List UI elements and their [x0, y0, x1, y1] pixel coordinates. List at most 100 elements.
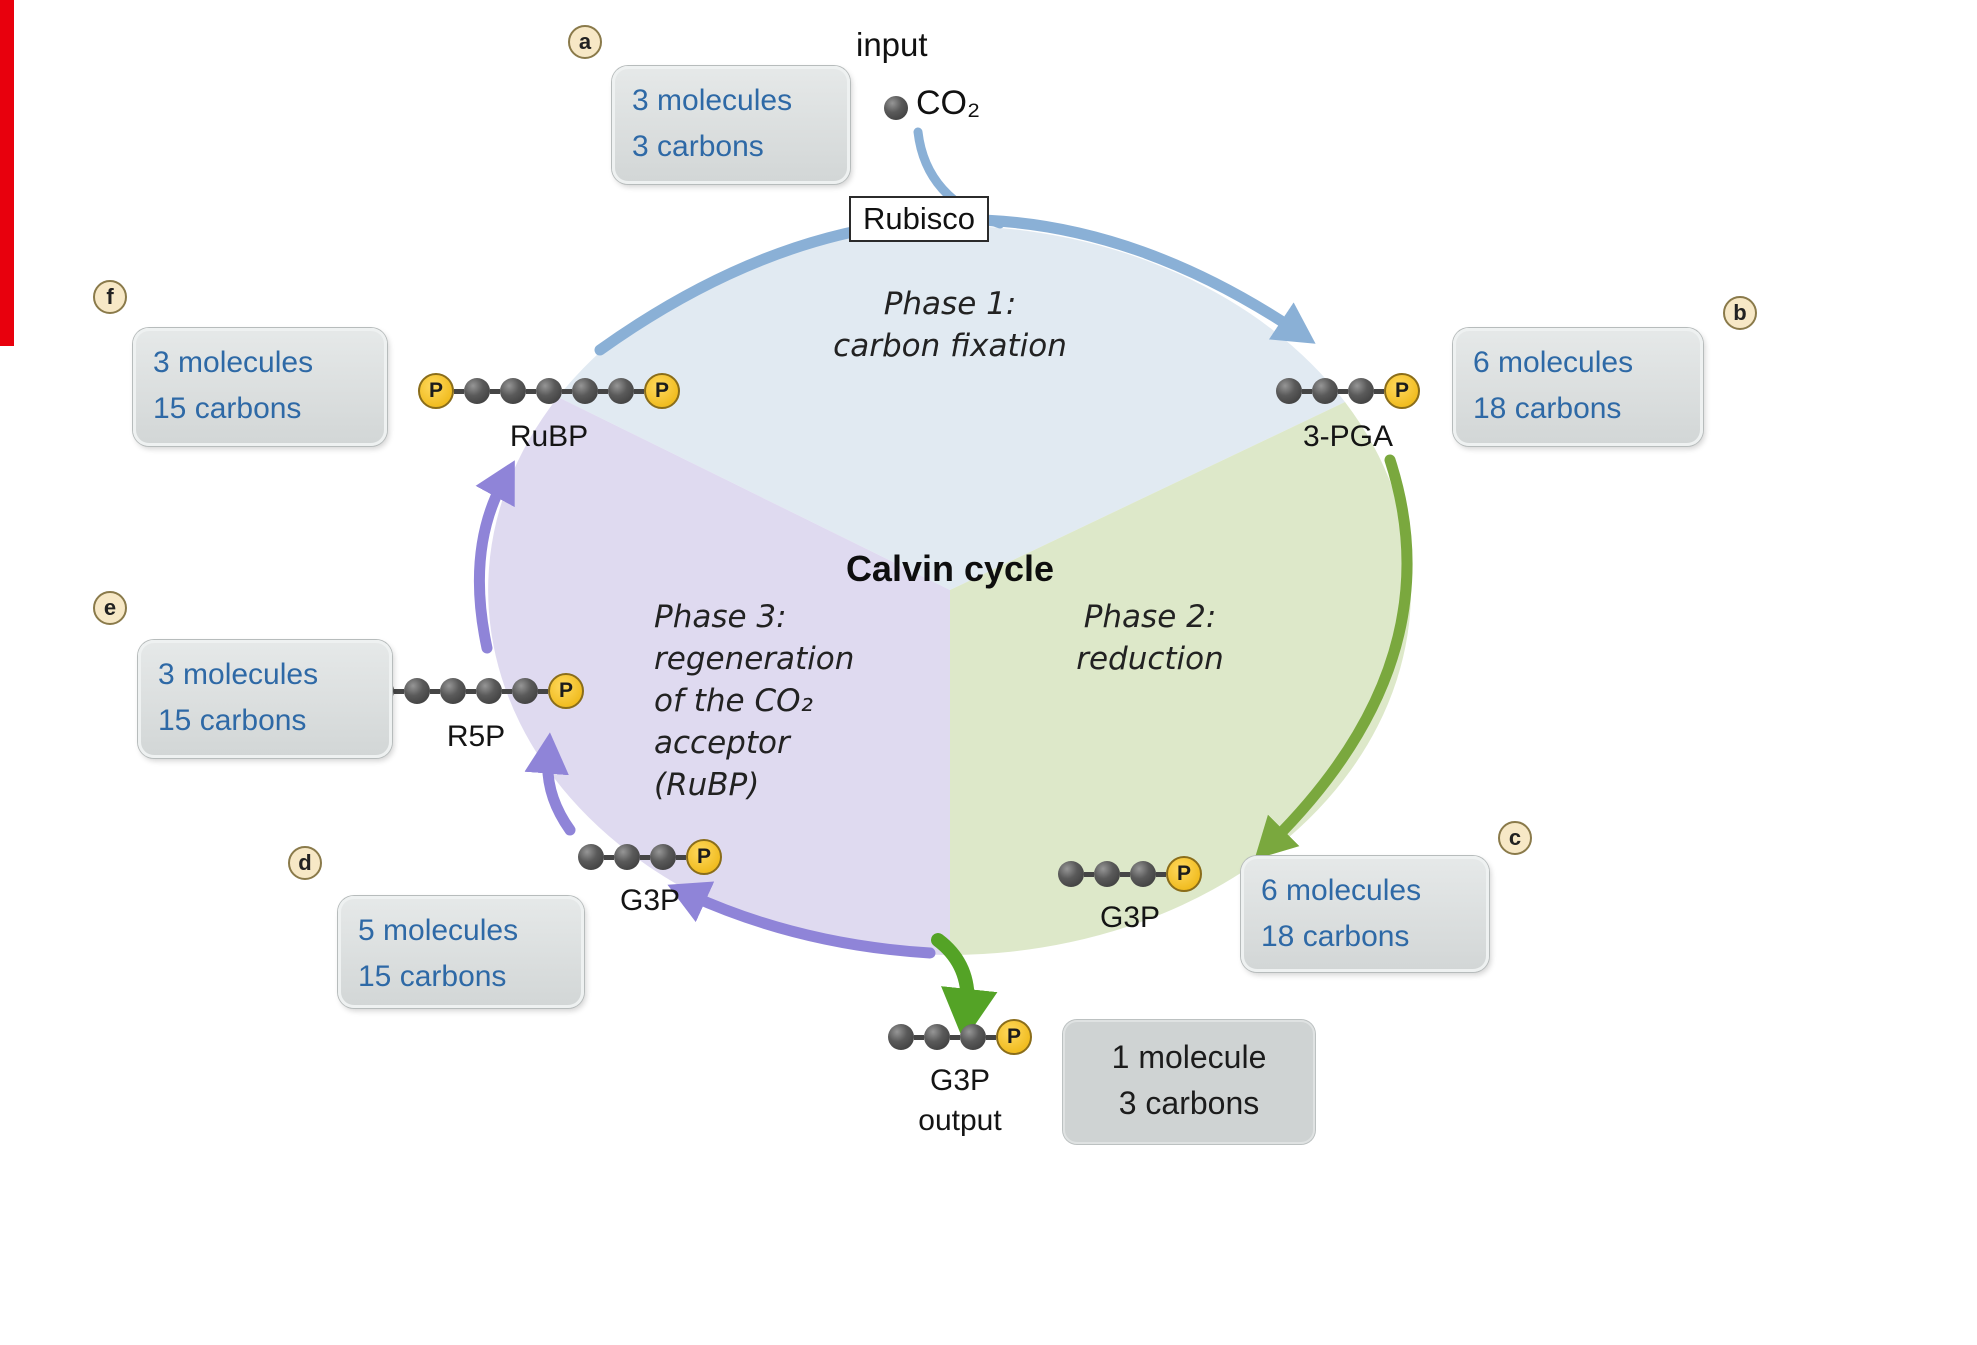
label-badge-d: d	[288, 846, 322, 880]
callout-e-line2: 15 carbons	[158, 704, 307, 737]
carbon-atom-icon	[404, 678, 430, 704]
phosphate-icon: P	[1384, 373, 1420, 409]
rubp-label: RuBP	[509, 420, 589, 453]
carbon-atom-icon	[960, 1024, 986, 1050]
label-badge-e: e	[93, 591, 127, 625]
output-box-line1: 1 molecule	[1111, 1039, 1267, 1075]
phosphate-icon: P	[1166, 856, 1202, 892]
output-box: 1 molecule 3 carbons	[1063, 1020, 1315, 1144]
bond-icon	[1374, 388, 1384, 394]
bond-icon	[986, 1034, 996, 1040]
carbon-atom-icon	[464, 378, 490, 404]
callout-b-line2: 18 carbons	[1473, 392, 1622, 425]
bond-icon	[604, 854, 614, 860]
g3p-phase2-label: G3P	[1099, 901, 1161, 934]
phase1-label: Phase 1: carbon fixation	[833, 286, 1067, 364]
callout-d-line2: 15 carbons	[358, 960, 507, 993]
carbon-atom-icon	[512, 678, 538, 704]
carbon-atom-icon	[578, 844, 604, 870]
bond-icon	[676, 854, 686, 860]
carbon-atom-icon	[500, 378, 526, 404]
carbon-atom-icon	[614, 844, 640, 870]
phase3-sector	[488, 397, 950, 955]
callout-f: 3 molecules 15 carbons	[133, 328, 387, 446]
callout-e-line1: 3 molecules	[158, 658, 319, 691]
callout-a-line2: 3 carbons	[632, 130, 764, 163]
phosphate-icon: P	[548, 673, 584, 709]
bond-icon	[430, 688, 440, 694]
carbon-atom-icon	[1130, 861, 1156, 887]
bond-icon	[466, 688, 476, 694]
bond-icon	[1302, 388, 1312, 394]
red-margin-strip	[0, 0, 14, 346]
callout-c: 6 molecules 18 carbons	[1241, 856, 1489, 972]
phosphate-icon: P	[418, 373, 454, 409]
carbon-atom-icon	[1348, 378, 1374, 404]
callout-e: 3 molecules 15 carbons	[138, 640, 392, 758]
r5p-label: R5P	[446, 720, 506, 753]
co2-label: CO₂	[916, 84, 981, 122]
callout-b-line1: 6 molecules	[1473, 346, 1634, 379]
bond-icon	[1338, 388, 1348, 394]
bond-icon	[538, 688, 548, 694]
cycle-title: Calvin cycle	[845, 548, 1055, 589]
bond-icon	[526, 388, 536, 394]
label-badge-c: c	[1498, 821, 1532, 855]
phase2-label: Phase 2: reduction	[1076, 599, 1224, 677]
bond-icon	[950, 1034, 960, 1040]
carbon-atom-icon	[884, 96, 908, 120]
bond-icon	[634, 388, 644, 394]
carbon-atom-icon	[1276, 378, 1302, 404]
carbon-atom-icon	[1094, 861, 1120, 887]
carbon-atom-icon	[572, 378, 598, 404]
bond-icon	[394, 688, 404, 694]
bond-icon	[502, 688, 512, 694]
phosphate-icon: P	[686, 839, 722, 875]
r5p-molecule: P	[368, 672, 584, 710]
bond-icon	[598, 388, 608, 394]
pga-molecule: P	[1276, 372, 1420, 410]
callout-a-line1: 3 molecules	[632, 84, 793, 117]
g3p-output-label: G3P	[929, 1064, 991, 1097]
carbon-atom-icon	[1058, 861, 1084, 887]
carbon-atom-icon	[1312, 378, 1338, 404]
output-box-line2: 3 carbons	[1118, 1085, 1260, 1121]
phosphate-icon: P	[644, 373, 680, 409]
bond-icon	[1156, 871, 1166, 877]
bond-icon	[1084, 871, 1094, 877]
phase1-sector	[558, 225, 1345, 590]
rubisco-enzyme-label: Rubisco	[849, 196, 989, 242]
carbon-atom-icon	[440, 678, 466, 704]
bond-icon	[640, 854, 650, 860]
reduction-arrow	[1254, 454, 1413, 860]
g3p-phase3-molecule: P	[578, 838, 722, 876]
carbon-atom-icon	[536, 378, 562, 404]
bond-icon	[490, 388, 500, 394]
g3p-phase3-label: G3P	[619, 884, 681, 917]
pga-label: 3-PGA	[1302, 420, 1394, 453]
label-badge-f: f	[93, 280, 127, 314]
carbon-atom-icon	[650, 844, 676, 870]
output-word-label: output	[918, 1104, 1002, 1137]
bond-icon	[562, 388, 572, 394]
g3p-output-molecule: P	[888, 1018, 1032, 1056]
label-badge-a: a	[568, 25, 602, 59]
bond-icon	[914, 1034, 924, 1040]
carbon-atom-icon	[888, 1024, 914, 1050]
regeneration-arrow-3	[473, 460, 515, 654]
carbon-atom-icon	[924, 1024, 950, 1050]
bond-icon	[454, 388, 464, 394]
callout-a: 3 molecules 3 carbons	[612, 66, 850, 184]
callout-b: 6 molecules 18 carbons	[1453, 328, 1703, 446]
bond-icon	[1120, 871, 1130, 877]
carbon-atom-icon	[476, 678, 502, 704]
callout-f-line2: 15 carbons	[153, 392, 302, 425]
regeneration-arrow-1	[667, 881, 936, 959]
g3p-output-arrow	[931, 933, 998, 1042]
callout-c-line2: 18 carbons	[1261, 920, 1410, 953]
rubp-molecule: P P	[418, 372, 680, 410]
carbon-atom-icon	[608, 378, 634, 404]
callout-c-line1: 6 molecules	[1261, 874, 1422, 907]
